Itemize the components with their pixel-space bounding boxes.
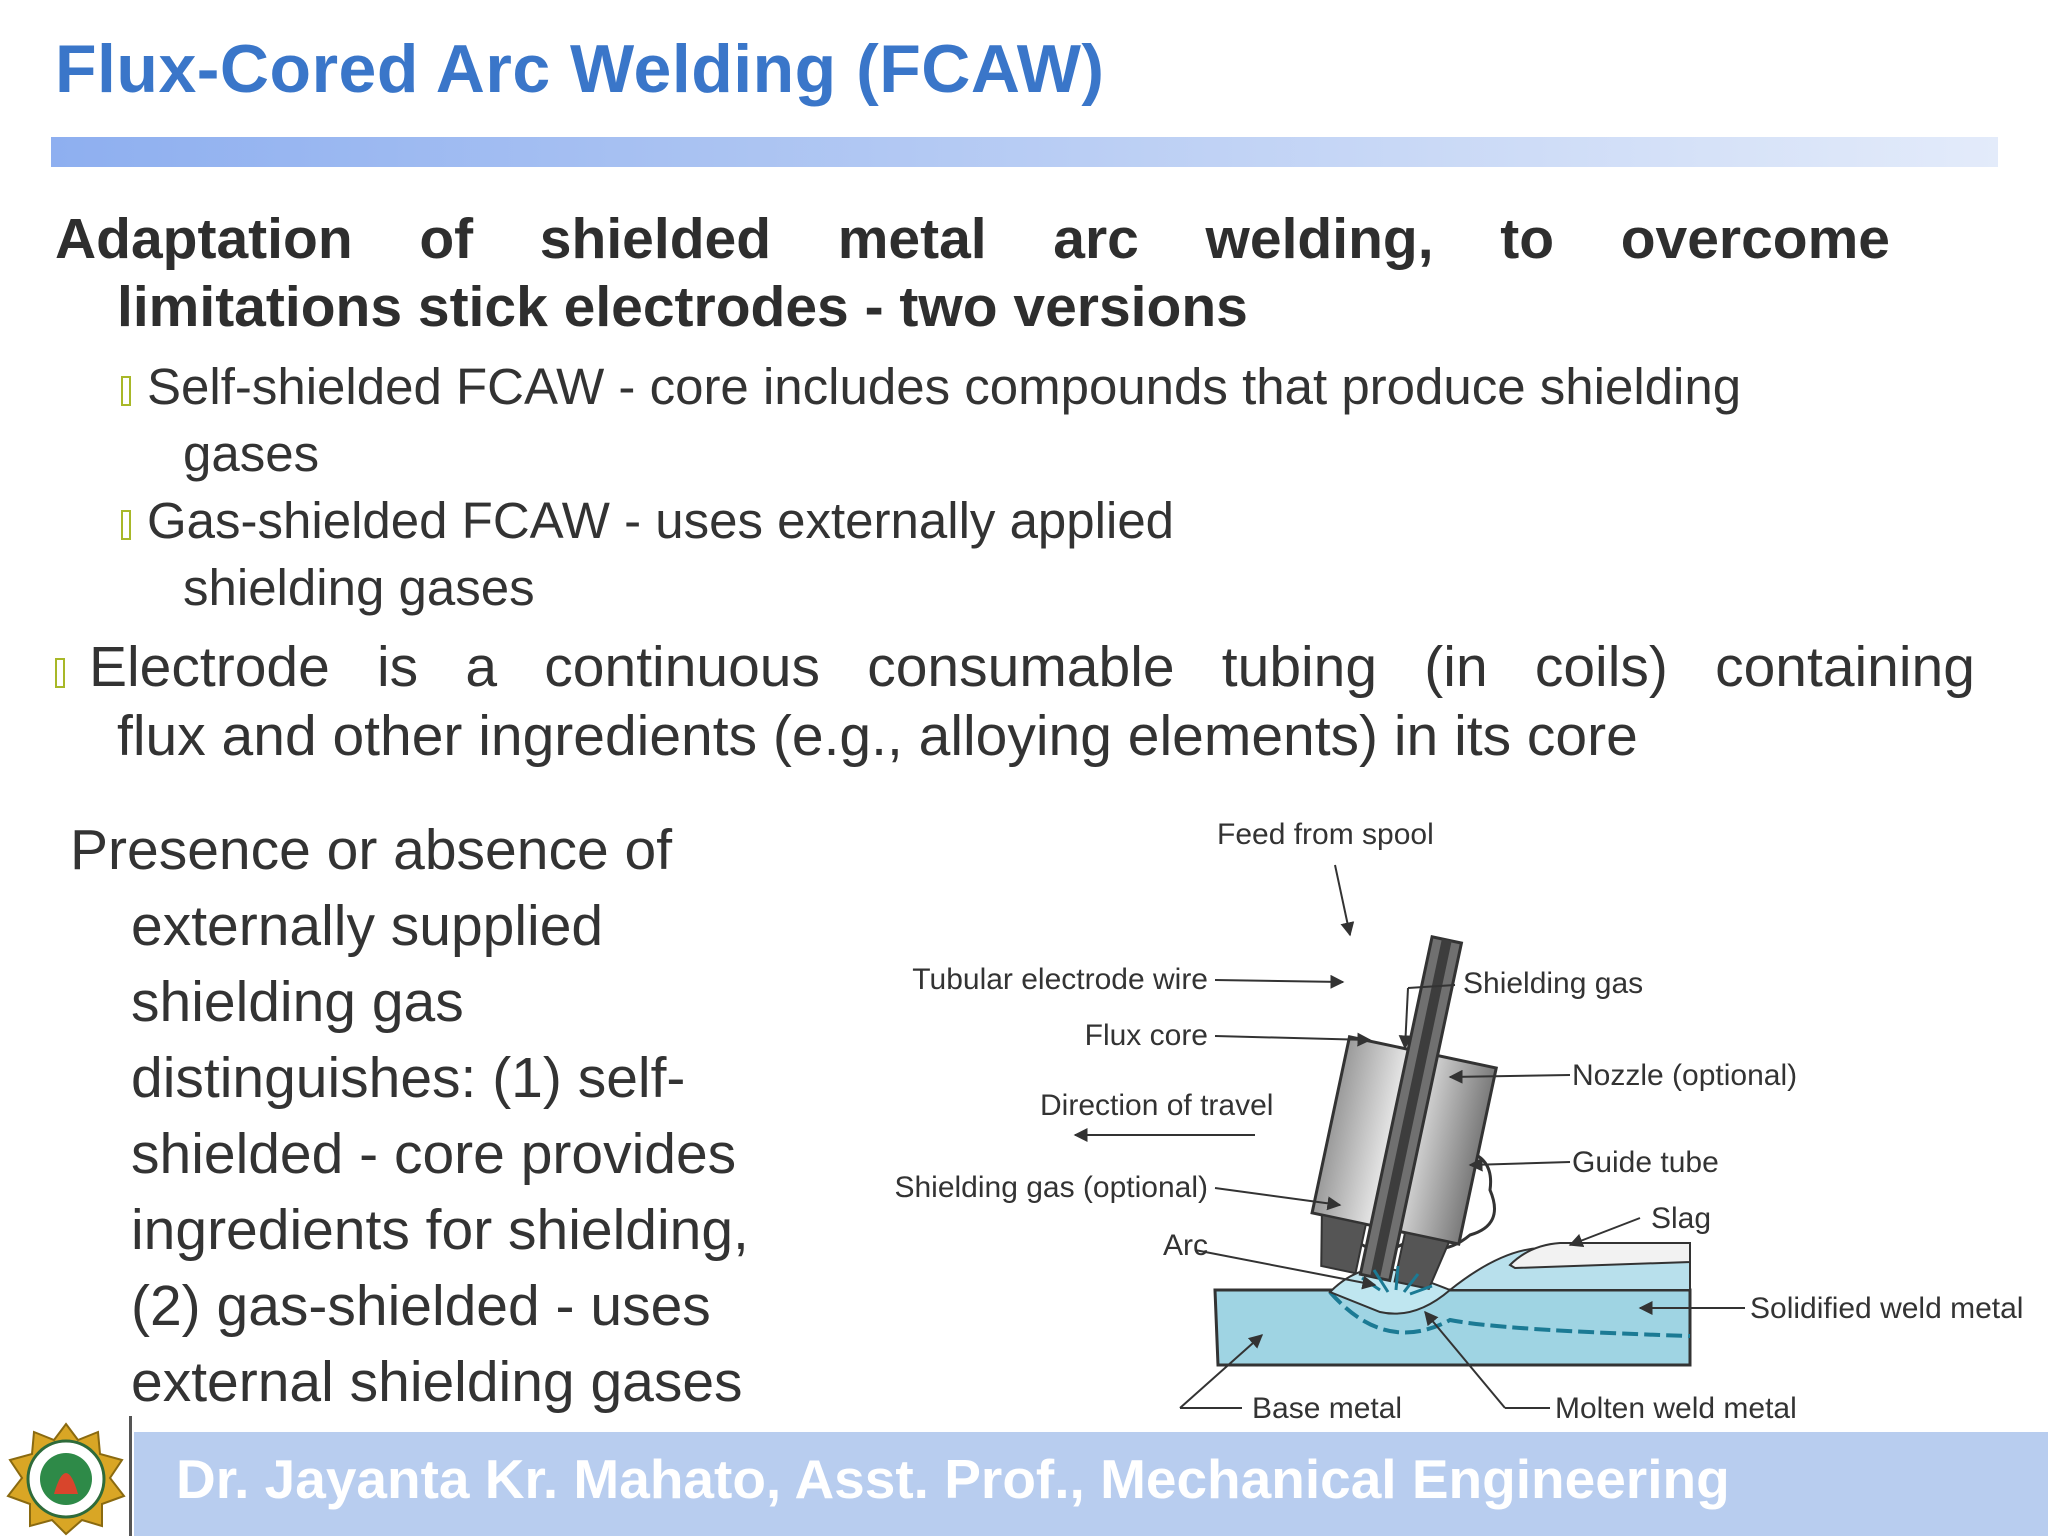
weld-fusion-line	[1328, 1290, 1691, 1338]
footer-bar	[134, 1432, 2048, 1536]
university-seal-icon	[6, 1422, 126, 1536]
electrode-bullet: Electrode is a continuous consumable tub…	[55, 633, 1975, 771]
intro-paragraph: Adaptation of shielded metal arc welding…	[55, 205, 1890, 341]
flux-core	[1370, 938, 1452, 1279]
label-direction-of-travel: Direction of travel	[1040, 1089, 1273, 1122]
electrode-line-2: flux and other ingredients (e.g., alloyi…	[117, 704, 1638, 768]
bullet-icon	[55, 658, 65, 688]
label-solidified-weld-metal: Solidified weld metal	[1750, 1292, 2023, 1325]
label-guide-tube: Guide tube	[1572, 1146, 1719, 1179]
presence-paragraph: Presence or absence of externally suppli…	[70, 818, 749, 1414]
title-underline-bar	[51, 137, 1998, 167]
electrode-line-1: Electrode is a continuous consumable tub…	[55, 633, 1975, 702]
bullet-icon	[121, 376, 131, 406]
fcaw-diagram: Feed from spool Tubular electrode wire S…	[894, 818, 2023, 1425]
label-base-metal: Base metal	[1252, 1392, 1402, 1425]
intro-line-1: Adaptation of shielded metal arc welding…	[55, 207, 1891, 271]
label-flux-core: Flux core	[1085, 1019, 1208, 1052]
footer-divider	[129, 1416, 132, 1536]
label-nozzle: Nozzle (optional)	[1572, 1059, 1797, 1092]
label-tubular-electrode-wire: Tubular electrode wire	[912, 963, 1208, 996]
slide-title: Flux-Cored Arc Welding (FCAW)	[55, 31, 1105, 107]
label-shielding-gas: Shielding gas	[1463, 967, 1643, 1000]
label-slag: Slag	[1651, 1202, 1711, 1235]
label-shielding-gas-optional: Shielding gas (optional)	[894, 1171, 1208, 1204]
label-arc: Arc	[1163, 1229, 1208, 1262]
version-item-gas-shielded: Gas-shielded FCAW - uses externally appl…	[121, 487, 1421, 621]
slag-layer	[1508, 1242, 1691, 1270]
label-feed-from-spool: Feed from spool	[1217, 818, 1434, 851]
footer-author: Dr. Jayanta Kr. Mahato, Asst. Prof., Mec…	[176, 1448, 1730, 1510]
label-molten-weld-metal: Molten weld metal	[1555, 1392, 1797, 1425]
bullet-icon	[121, 510, 131, 540]
version-item-self-shielded: Self-shielded FCAW - core includes compo…	[121, 353, 1951, 487]
intro-line-2: limitations stick electrodes - two versi…	[117, 275, 1248, 339]
base-metal	[1213, 1288, 1692, 1367]
